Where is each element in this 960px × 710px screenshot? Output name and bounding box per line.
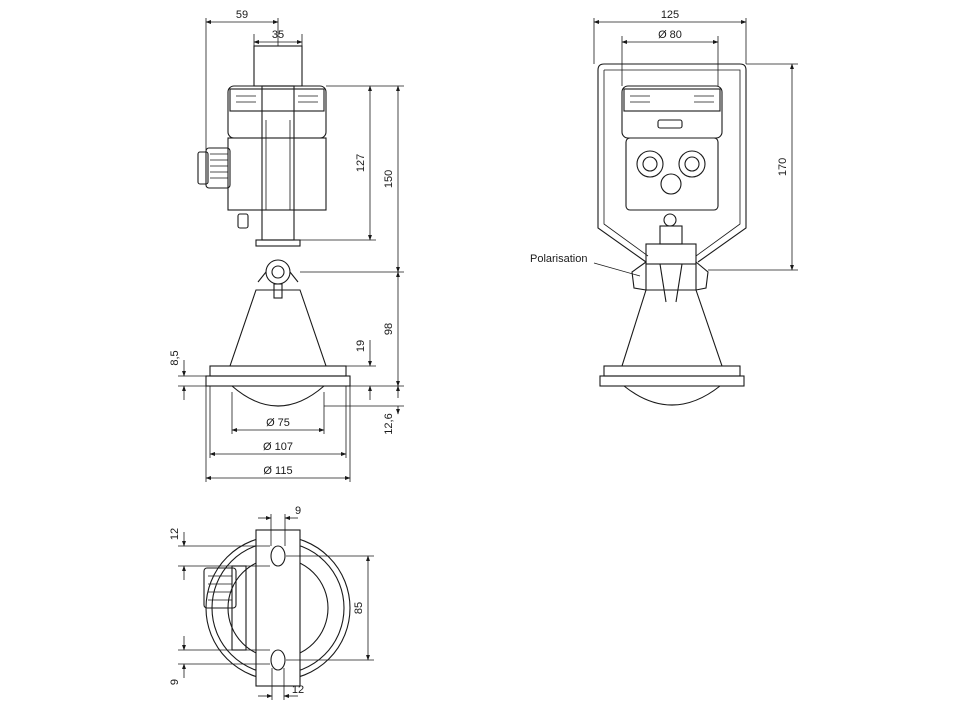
- dim-12-bottom: 12: [292, 684, 304, 696]
- slot-top: [270, 545, 286, 567]
- polarisation-handle-left: [631, 260, 647, 291]
- ground-screw: [663, 213, 677, 227]
- dim-19: 19: [355, 340, 367, 352]
- lens: [231, 385, 325, 407]
- mounting-bracket: [597, 63, 747, 263]
- front-view: 59 35 127 150 98 19 12,6 8,5: [169, 9, 404, 482]
- housing-cover: [621, 85, 723, 139]
- dim-127: 127: [355, 154, 367, 172]
- dim-98: 98: [383, 323, 395, 335]
- dim-150: 150: [383, 170, 395, 188]
- dim-8-5: 8,5: [169, 350, 181, 365]
- lens: [623, 385, 721, 406]
- top-view: 9 12 85 9 12: [169, 505, 374, 700]
- dim-9-top: 9: [295, 505, 301, 517]
- dim-d115: Ø 115: [263, 465, 292, 477]
- dim-d75: Ø 75: [266, 417, 290, 429]
- dim-170: 170: [777, 158, 789, 176]
- dim-9-bottom: 9: [169, 679, 181, 685]
- horn-antenna: [229, 289, 327, 367]
- neck-tube: [261, 85, 295, 241]
- mounting-bar: [255, 529, 301, 687]
- mounting-neck: [253, 45, 303, 87]
- dim-85: 85: [353, 602, 365, 614]
- dim-35: 35: [272, 29, 284, 41]
- polarisation-label: Polarisation: [530, 253, 587, 265]
- ground-terminal: [237, 213, 249, 229]
- dim-12-6: 12,6: [383, 413, 395, 434]
- housing-cover-band: [229, 88, 325, 112]
- cable-gland: [203, 567, 237, 609]
- housing-body: [625, 137, 719, 211]
- cable-gland-right: [678, 150, 706, 178]
- dim-d107: Ø 107: [263, 441, 293, 453]
- dim-125: 125: [661, 9, 679, 21]
- horn-antenna: [621, 289, 723, 367]
- dim-d80: Ø 80: [658, 29, 682, 41]
- polarisation-knob: [265, 259, 291, 285]
- cable-gland: [205, 147, 231, 189]
- cable-gland-left: [636, 150, 664, 178]
- dim-12-top: 12: [169, 528, 181, 540]
- dim-59: 59: [236, 9, 248, 21]
- flange: [209, 365, 347, 377]
- housing-cover: [227, 85, 327, 139]
- housing-body: [227, 137, 327, 211]
- slot-bottom: [270, 649, 286, 671]
- polarisation-handle-right: [695, 260, 709, 291]
- side-view: 125 Ø 80 170 Polarisation: [530, 9, 798, 406]
